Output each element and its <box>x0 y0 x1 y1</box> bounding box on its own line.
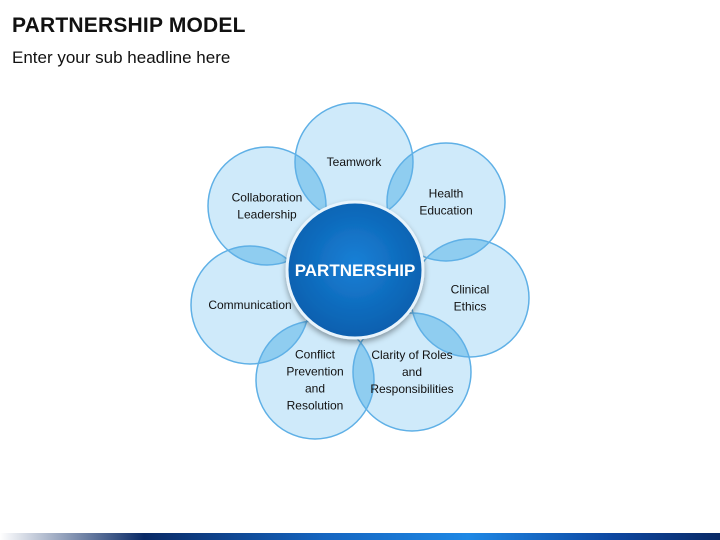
hub-circle <box>285 200 425 340</box>
petal-overlap <box>411 313 471 357</box>
hub-label: PARTNERSHIP <box>295 261 416 280</box>
petal-label-teamwork: Teamwork <box>327 155 383 169</box>
petal-health-education <box>387 143 505 261</box>
petal-overlap <box>256 321 309 364</box>
petal-outline <box>352 312 472 432</box>
petal-outline <box>386 142 506 262</box>
page-title: PARTNERSHIP MODEL <box>12 14 246 37</box>
footer-bar <box>0 533 720 540</box>
petal-outline <box>207 146 327 266</box>
page-subtitle: Enter your sub headline here <box>12 48 231 67</box>
petal-label-communication: Communication <box>208 298 291 312</box>
